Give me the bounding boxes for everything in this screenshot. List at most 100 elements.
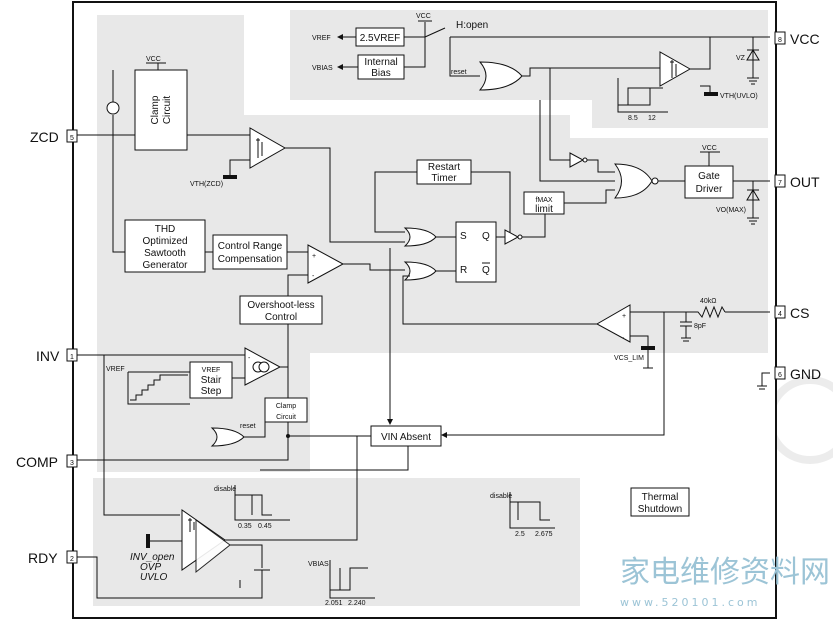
svg-text:Timer: Timer <box>431 173 457 184</box>
svg-text:7: 7 <box>778 180 782 187</box>
ocp-comparator <box>595 304 631 343</box>
hyst-graph-comp: disable 2.5 2.675 <box>490 492 555 538</box>
svg-text:S: S <box>460 231 467 242</box>
svg-text:Internal: Internal <box>364 57 397 68</box>
fmax-limit: fMAX limit <box>523 191 565 215</box>
uvlo-comparator <box>659 51 692 87</box>
watermark-url: www.520101.com <box>620 596 760 609</box>
svg-text:2.5VREF: 2.5VREF <box>360 33 401 44</box>
pin-vcc: 8 VCC <box>774 31 820 47</box>
pwm-comparator <box>307 244 345 284</box>
vin-absent: VIN Absent <box>370 425 442 447</box>
reset-or-gate <box>403 261 437 281</box>
uvlo-or-gate <box>478 61 523 91</box>
svg-text:8.5: 8.5 <box>628 115 638 122</box>
svg-text:-: - <box>312 273 315 280</box>
svg-text:Gate: Gate <box>698 171 720 182</box>
driver-nor-gate <box>613 163 653 199</box>
svg-text:limit: limit <box>535 204 553 215</box>
svg-text:12: 12 <box>648 115 656 122</box>
svg-text:+: + <box>312 253 316 260</box>
svg-text:2.240: 2.240 <box>348 600 366 607</box>
stair-waveform <box>130 374 188 401</box>
svg-text:fMAX: fMAX <box>535 197 552 204</box>
q-inverter <box>504 229 520 245</box>
set-or-gate <box>403 227 437 247</box>
hopen-label: H:open <box>456 20 488 31</box>
svg-text:6: 6 <box>778 372 782 379</box>
vcc-gate-label: VCC <box>702 145 717 152</box>
pin-rdy: 2 RDY <box>28 550 78 566</box>
svg-text:Circuit: Circuit <box>276 414 296 421</box>
svg-text:disable: disable <box>490 493 512 500</box>
hyst-graph-uvlo: 8.5 12 <box>617 78 668 122</box>
uvlo-label: UVLO <box>140 572 167 583</box>
vref-stair-step: VREF Stair Step <box>189 361 233 399</box>
pin-vcc-label: VCC <box>790 31 820 47</box>
hyst-graph-rdy: VBIAS 2.051 2.240 <box>308 560 375 607</box>
clamp-circuit-2: Clamp Circuit <box>264 397 308 423</box>
svg-text:VBIAS: VBIAS <box>308 561 329 568</box>
clamp-circuit: Clamp Circuit <box>134 69 188 151</box>
svg-text:5: 5 <box>70 135 74 142</box>
svg-text:0.35: 0.35 <box>238 523 252 530</box>
pin-zcd-label: ZCD <box>30 129 59 145</box>
pin-inv-label: INV <box>36 348 60 364</box>
svg-text:disable: disable <box>214 486 236 493</box>
svg-text:Shutdown: Shutdown <box>638 504 682 515</box>
svg-text:2.051: 2.051 <box>325 600 343 607</box>
svg-text:Restart: Restart <box>428 162 460 173</box>
grey-regions <box>93 10 768 606</box>
uvlo-inverter <box>569 152 585 168</box>
svg-text:Step: Step <box>201 386 222 397</box>
overshoot-less-control: Overshoot-less Control <box>239 295 323 325</box>
reset-bottom-label: reset <box>240 423 256 430</box>
svg-text:Bias: Bias <box>371 68 390 79</box>
svg-text:Circuit: Circuit <box>162 96 173 125</box>
vcs-lim-label: VCS_LIM <box>614 355 644 362</box>
vref-regulator: 2.5VREF <box>355 27 405 47</box>
vbias-label: VBIAS <box>312 65 333 72</box>
svg-text:Sawtooth: Sawtooth <box>144 248 186 259</box>
pin-zcd: 5 ZCD <box>30 129 78 145</box>
svg-text:Optimized: Optimized <box>142 236 187 247</box>
restart-timer: Restart Timer <box>416 159 472 185</box>
svg-text:Thermal: Thermal <box>642 492 679 503</box>
vth-uvlo-label: VTH(UVLO) <box>720 93 758 100</box>
svg-text:Driver: Driver <box>696 184 723 195</box>
svg-text:2.5: 2.5 <box>515 531 525 538</box>
pin-comp-label: COMP <box>16 454 58 470</box>
svg-text:Overshoot-less: Overshoot-less <box>247 300 314 311</box>
svg-text:8: 8 <box>778 37 782 44</box>
svg-text:2.675: 2.675 <box>535 531 553 538</box>
svg-text:Control Range: Control Range <box>218 241 283 252</box>
svg-text:VREF: VREF <box>202 367 221 374</box>
vcc-top-label: VCC <box>416 13 431 20</box>
svg-text:Control: Control <box>265 312 297 323</box>
pin-gnd-label: GND <box>790 366 821 382</box>
inv-open-label: INV_open <box>130 552 175 563</box>
pin-cs: 4 CS <box>774 305 809 321</box>
svg-text:4: 4 <box>778 311 782 318</box>
zcd-comparator <box>249 127 287 169</box>
pin-cs-label: CS <box>790 305 809 321</box>
watermark-cn: 家电维修资料网 <box>620 555 830 590</box>
vo-max-label: VO(MAX) <box>716 207 746 214</box>
svg-text:-: - <box>622 335 625 342</box>
thd-sawtooth-generator: THD Optimized Sawtooth Generator <box>124 219 206 273</box>
cs-resistor <box>664 305 726 319</box>
thermal-shutdown: Thermal Shutdown <box>630 487 690 517</box>
svg-text:Stair: Stair <box>201 375 222 386</box>
svg-text:VIN Absent: VIN Absent <box>381 432 431 443</box>
svg-text:-: - <box>248 355 251 362</box>
svg-text:R: R <box>460 265 467 276</box>
pin-rdy-label: RDY <box>28 550 58 566</box>
pin-comp: 3 COMP <box>16 454 78 470</box>
pin-out-label: OUT <box>790 174 820 190</box>
svg-text:Clamp: Clamp <box>150 95 161 124</box>
vref-stair-input-label: VREF <box>106 366 125 373</box>
pin-out: 7 OUT <box>774 174 820 190</box>
svg-text:Compensation: Compensation <box>218 254 282 265</box>
svg-text:THD: THD <box>155 224 176 235</box>
